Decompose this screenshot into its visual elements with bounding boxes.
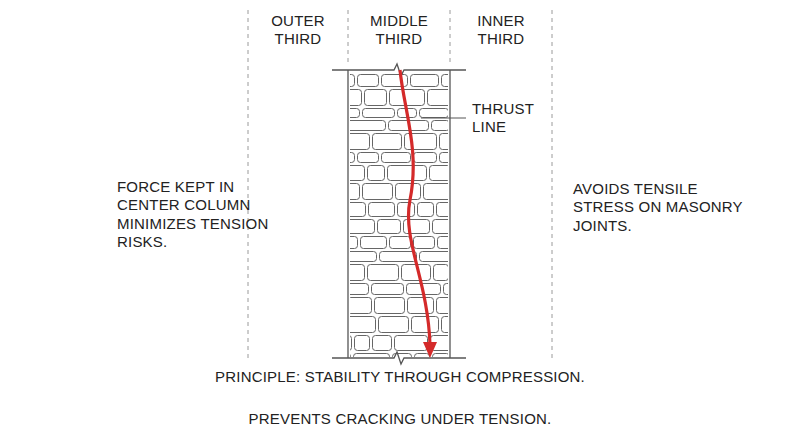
wall-outline: [332, 64, 466, 364]
stone: [390, 90, 425, 106]
stone: [350, 75, 355, 87]
stone: [430, 166, 449, 181]
stone: [368, 265, 399, 281]
side-note: FORCE KEPT IN CENTER COLUMN MINIMIZES TE…: [117, 178, 287, 251]
stone: [432, 121, 449, 131]
stone: [418, 203, 434, 217]
stone: [408, 298, 434, 314]
stone: [350, 121, 386, 131]
stone: [355, 336, 370, 351]
stone: [363, 184, 393, 200]
stone: [350, 284, 369, 295]
stone: [437, 203, 449, 217]
stone: [438, 237, 449, 249]
stone: [412, 317, 439, 333]
stone: [350, 237, 358, 249]
stone: [444, 284, 449, 295]
stone: [379, 317, 409, 333]
stone: [442, 75, 449, 87]
stone: [372, 284, 404, 295]
leader-line: [421, 118, 466, 119]
stone: [350, 109, 360, 118]
stone: [363, 109, 395, 118]
stone: [434, 265, 449, 281]
stone: [395, 336, 428, 351]
stone: [354, 354, 390, 358]
stone: [350, 336, 352, 351]
stone: [433, 354, 449, 358]
stone: [411, 75, 439, 87]
stone: [358, 153, 379, 163]
callout-label: THRUST LINE: [472, 100, 552, 137]
stone: [415, 354, 430, 358]
zone-label: INNER THIRD: [460, 12, 542, 49]
stone: [396, 184, 421, 200]
thrust-arrowhead: [423, 342, 437, 358]
stone: [350, 134, 370, 150]
zone-label: OUTER THIRD: [258, 12, 338, 49]
stone: [373, 134, 402, 150]
stone: [350, 298, 372, 314]
stone: [375, 298, 405, 314]
stone: [365, 90, 387, 106]
stone: [440, 134, 449, 150]
principle-note: PRINCIPLE: STABILITY THROUGH COMPRESSION…: [100, 368, 700, 386]
stone: [350, 354, 351, 358]
stone: [424, 184, 449, 200]
zone-label: MIDDLE THIRD: [358, 12, 440, 49]
stone: [350, 220, 375, 234]
stone: [390, 237, 411, 249]
principle-note: PREVENTS CRACKING UNDER TENSION.: [100, 410, 700, 428]
stone: [380, 252, 417, 262]
third-dividers: [248, 10, 552, 362]
stone: [437, 298, 449, 314]
stone: [350, 166, 365, 181]
stone: [440, 153, 449, 163]
stone: [350, 153, 355, 163]
stone: [414, 153, 437, 163]
stone: [350, 184, 360, 200]
stone: [350, 252, 377, 262]
stone: [350, 265, 365, 281]
stone: [368, 166, 385, 181]
stone: [414, 237, 435, 249]
side-note: AVOIDS TENSILE STRESS ON MASONRY JOINTS.: [573, 180, 748, 235]
stone: [369, 203, 395, 217]
stone: [442, 317, 449, 333]
stone: [350, 203, 366, 217]
stone: [428, 90, 449, 106]
stone: [350, 90, 362, 106]
stone: [378, 220, 401, 234]
stone: [382, 153, 411, 163]
stone: [433, 220, 449, 234]
stone: [350, 317, 376, 333]
stone: [420, 252, 449, 262]
stone: [388, 166, 427, 181]
stone: [361, 237, 387, 249]
stone: [398, 203, 415, 217]
stone: [358, 75, 379, 87]
stone: [420, 109, 449, 118]
thrust-line: [400, 70, 430, 345]
masonry-stones: [350, 75, 448, 358]
stone: [373, 336, 392, 351]
